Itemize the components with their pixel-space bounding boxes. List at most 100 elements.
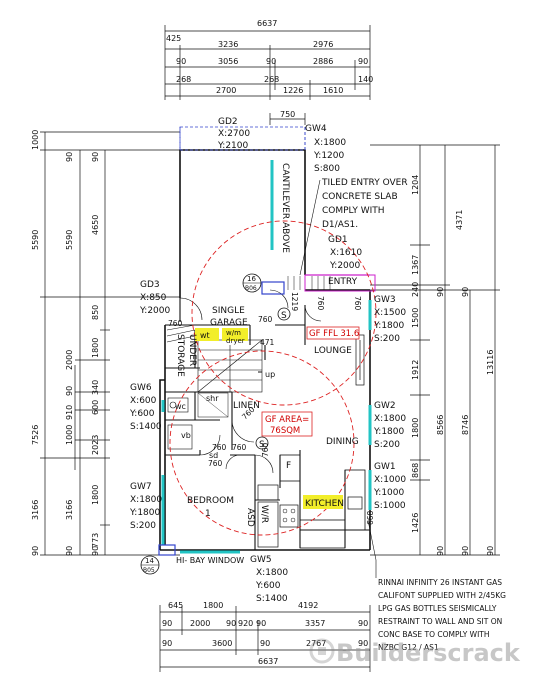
note-rinnai: RINNAI INFINITY 26 INSTANT GAS CALIFONT …: [378, 578, 506, 652]
dim-right: 1500: [411, 308, 420, 328]
room-bedroom-num: 1: [205, 509, 211, 519]
ffl-tag: [306, 326, 360, 340]
dim-bottom: 90: [256, 619, 266, 628]
svg-text:Y:1800: Y:1800: [373, 427, 405, 437]
svg-text:S:200: S:200: [374, 334, 400, 344]
svg-text:Y:2000: Y:2000: [139, 306, 171, 316]
dim-right: 8566: [436, 415, 445, 435]
marker-number: 14: [145, 557, 154, 565]
dim-left: 1000: [31, 130, 40, 150]
dim-left: 2000: [65, 350, 74, 370]
svg-text:X:1000: X:1000: [374, 475, 406, 485]
dim-bottom: 3600: [212, 639, 232, 648]
svg-text:CONCRETE SLAB: CONCRETE SLAB: [322, 192, 398, 202]
dim-left: 5590: [31, 230, 40, 250]
room-linen: LINEN: [233, 401, 260, 411]
watermark-text: Builderscrack: [336, 639, 521, 667]
ffl-tag-text: GF FFL 31.6: [309, 329, 359, 339]
room-shr: shr: [206, 394, 219, 403]
inner-dim: 760: [232, 443, 247, 452]
left-dimensions: [40, 131, 180, 556]
room-lounge: LOUNGE: [314, 346, 352, 356]
inner-dim: 760: [208, 459, 223, 468]
laundry-wm: w/m: [226, 329, 241, 337]
svg-text:CALIFONT SUPPLIED WITH 2/45KG: CALIFONT SUPPLIED WITH 2/45KG: [378, 591, 506, 600]
area-tag-line2: 76SQM: [270, 426, 300, 436]
svg-text:X:2700: X:2700: [218, 129, 250, 139]
dim-bottom: 90: [162, 639, 172, 648]
opening-gw5: GW5 X:1800 Y:600 S:1400: [250, 555, 288, 604]
dim-left: 850: [91, 305, 100, 320]
inner-dim: 760: [258, 315, 273, 324]
dim-right: 4371: [455, 210, 464, 230]
dim-right: 90: [436, 287, 445, 297]
svg-text:GW2: GW2: [374, 401, 396, 411]
inner-dim: 1219: [290, 292, 299, 311]
svg-text:S:200: S:200: [130, 521, 156, 531]
room-wr: W/R: [259, 505, 269, 523]
dim-top: 90: [358, 57, 368, 66]
dim-bottom: 90: [226, 619, 236, 628]
dim-left: 5590: [65, 230, 74, 250]
svg-text:GW3: GW3: [374, 295, 396, 305]
svg-text:GW1: GW1: [374, 462, 396, 472]
smoke-alarm-label: S: [281, 311, 287, 321]
dim-right: 8746: [461, 415, 470, 435]
dim-left: 3166: [65, 500, 74, 520]
dim-bottom: 4192: [298, 601, 318, 610]
smoke-alarm-icon: [277, 307, 291, 321]
smoke-alarm-icon: [255, 436, 269, 450]
dim-right: 90: [461, 287, 470, 297]
opening-gw2: GW2 X:1800 Y:1800 S:200: [373, 401, 406, 450]
smoke-coverage-circle-lower: [169, 350, 355, 536]
dim-left: 910: [65, 405, 74, 420]
dim-top: 268: [176, 75, 191, 84]
dim-right: 1367: [411, 255, 420, 275]
door-swings: [179, 289, 322, 474]
dim-right: 1426: [411, 513, 420, 533]
dim-top: 2700: [216, 86, 236, 95]
sink: [347, 496, 363, 510]
windows: [161, 160, 372, 554]
svg-text:S:1400: S:1400: [256, 594, 288, 604]
dim-right: 90: [461, 546, 470, 556]
dim-top: 750: [280, 110, 295, 119]
dim-left: 90: [31, 546, 40, 556]
svg-text:Y:600: Y:600: [129, 409, 155, 419]
opening-gd3: GD3 X:850 Y:2000: [139, 280, 171, 316]
note-cantilever: CANTILEVER ABOVE: [280, 163, 290, 253]
dim-left: 1800: [91, 338, 100, 358]
svg-text:GD3: GD3: [140, 280, 160, 290]
vanity-fixture: [167, 424, 193, 450]
dim-left: 3166: [31, 500, 40, 520]
stair-up: up: [265, 370, 275, 379]
dim-left: 340: [91, 380, 100, 395]
svg-text:GD1: GD1: [328, 235, 348, 245]
note-hi-bay: HI- BAY WINDOW: [176, 556, 244, 565]
opening-gw4: GW4 X:1800 Y:1200 S:800: [305, 124, 346, 174]
room-wc: wc: [175, 402, 186, 411]
dim-right: 1800: [411, 418, 420, 438]
svg-text:Y:600: Y:600: [255, 581, 281, 591]
dim-top: 268: [264, 75, 279, 84]
room-garage-2: GARAGE: [210, 318, 248, 328]
fridge-space: [279, 454, 301, 482]
cooktop: [279, 504, 299, 528]
smoke-alarm-label: S: [259, 440, 265, 450]
dim-left: 7526: [31, 425, 40, 445]
svg-text:RINNAI INFINITY 26 INSTANT GAS: RINNAI INFINITY 26 INSTANT GAS: [378, 578, 502, 587]
dim-top: 1610: [323, 86, 343, 95]
dim-right: 868: [411, 463, 420, 478]
svg-text:GW6: GW6: [130, 383, 152, 393]
area-tag: [261, 411, 313, 437]
dim-top: 90: [266, 57, 276, 66]
dim-bottom: 1800: [203, 601, 223, 610]
svg-text:X:600: X:600: [130, 396, 157, 406]
dim-left: 90: [65, 386, 74, 396]
svg-text:S:800: S:800: [314, 164, 340, 174]
inner-dim: 760: [261, 442, 270, 457]
laundry-highlight: [222, 328, 248, 341]
svg-text:X:1800: X:1800: [374, 414, 406, 424]
wardrobe: [257, 501, 279, 548]
